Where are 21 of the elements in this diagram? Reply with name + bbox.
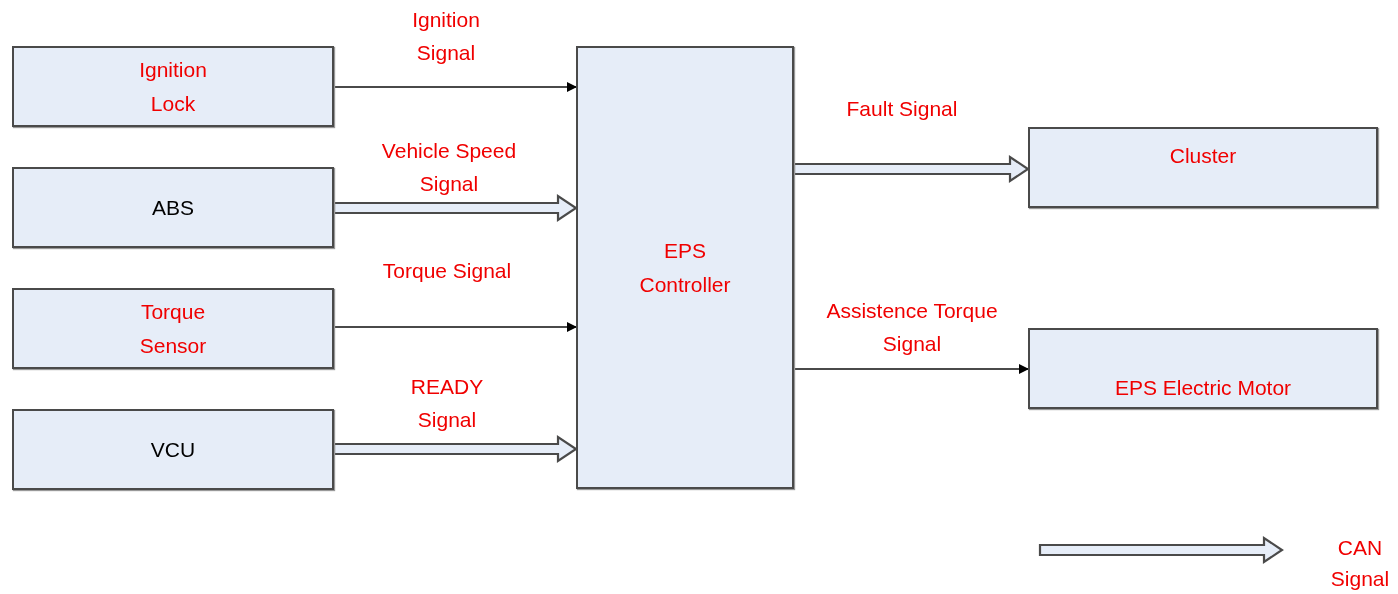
hollow-arrow bbox=[792, 154, 1030, 184]
block-box bbox=[12, 167, 334, 248]
block-label: VCU bbox=[150, 436, 196, 463]
block-label: EPS Electric Motor bbox=[1114, 375, 1292, 401]
block-box bbox=[1028, 328, 1378, 409]
arrow bbox=[333, 322, 577, 332]
block-box bbox=[576, 46, 794, 489]
block-label: Ignition Lock bbox=[138, 56, 208, 117]
block-box bbox=[12, 46, 334, 127]
block-box bbox=[12, 288, 334, 369]
block-box bbox=[1028, 127, 1378, 208]
arrow bbox=[333, 82, 577, 92]
hollow-arrow bbox=[332, 193, 578, 223]
block-label: EPS Controller bbox=[638, 237, 732, 298]
block-box bbox=[12, 409, 334, 490]
legend-label: CAN Signal bbox=[1330, 535, 1390, 592]
block-label: Torque Sensor bbox=[138, 298, 208, 359]
arrow bbox=[793, 364, 1029, 374]
hollow-arrow bbox=[332, 434, 578, 464]
block-label: Cluster bbox=[1169, 143, 1237, 169]
block-label: ABS bbox=[152, 194, 194, 221]
